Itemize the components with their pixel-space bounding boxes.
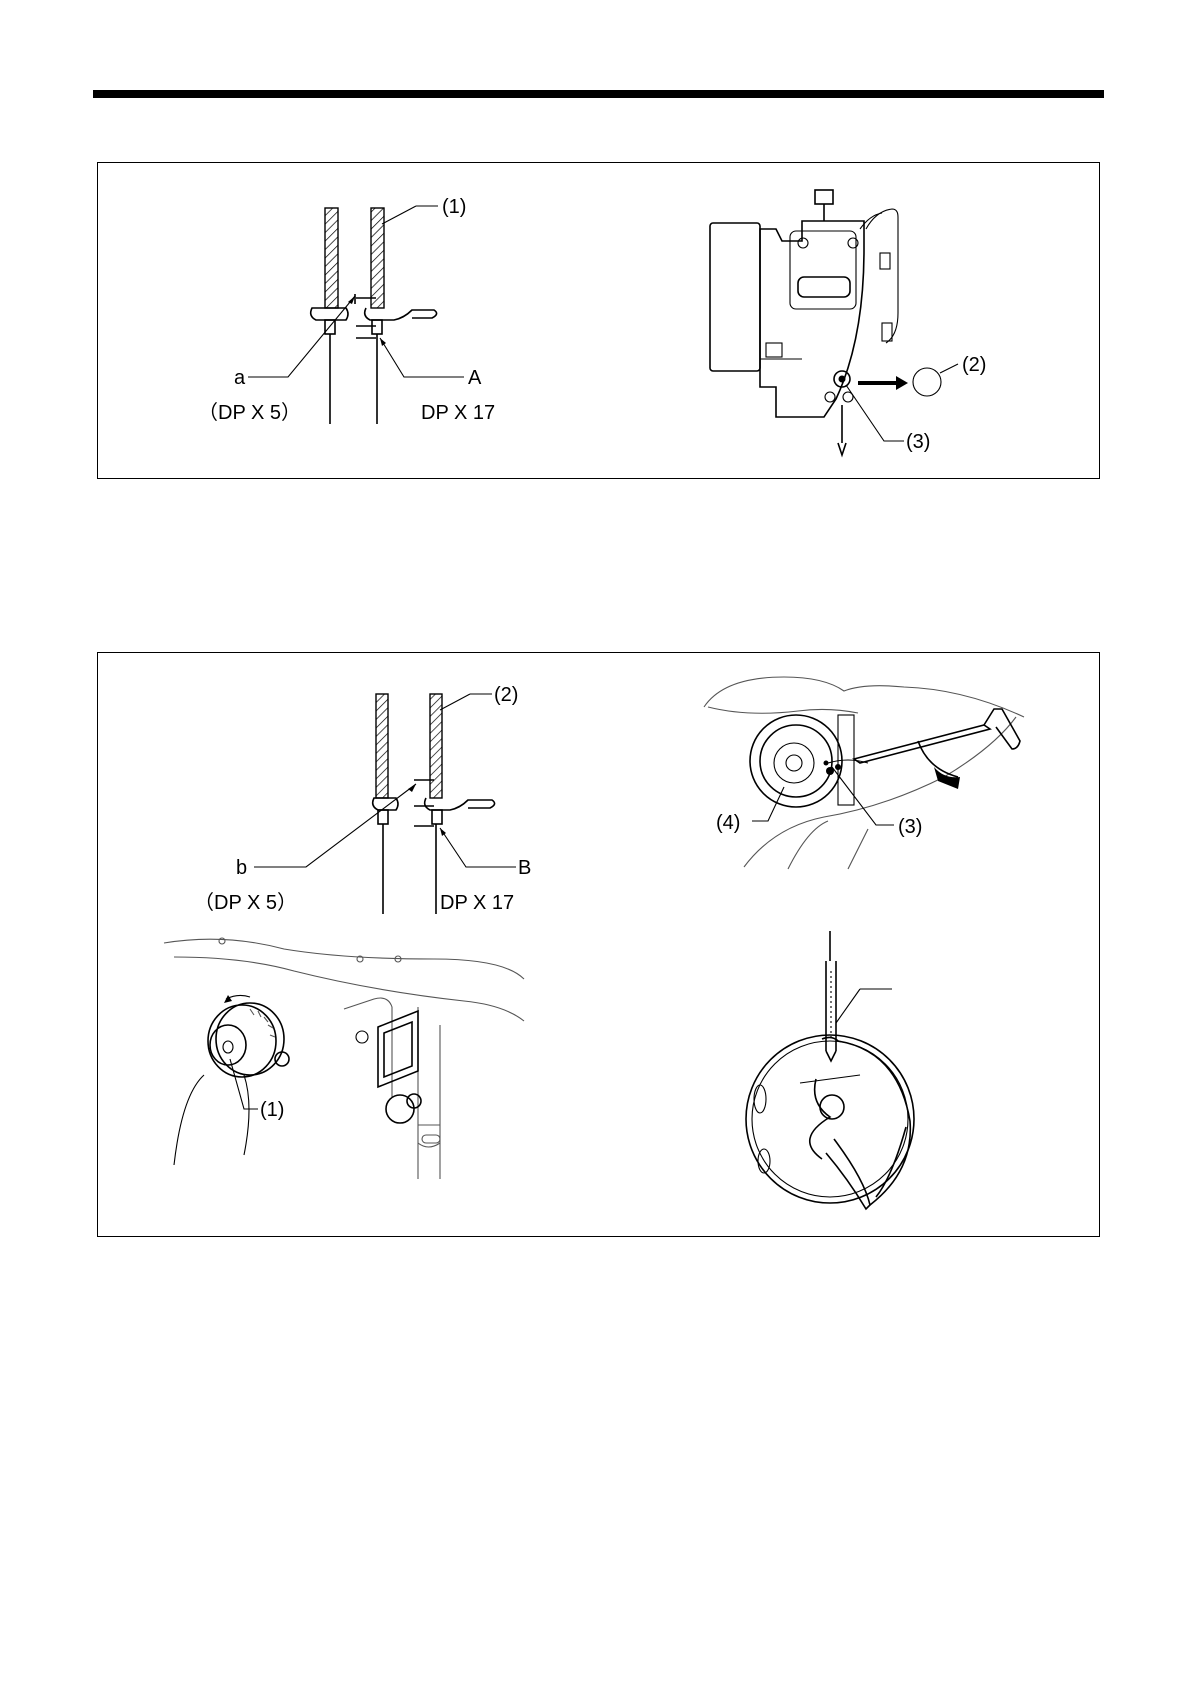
caption-dpx17: DP X 17: [421, 402, 495, 424]
rotary-hook-needle-diagram: [730, 931, 970, 1231]
leader-1: [382, 206, 416, 224]
needle-bar-right: [356, 208, 437, 424]
leader-B: [440, 828, 516, 867]
leader-b: [254, 784, 416, 867]
caption-dpx5-2: （DP X 5）: [194, 891, 297, 914]
leader-2b: [440, 694, 470, 710]
label-pulley: (1): [260, 1099, 284, 1121]
leader-3: [846, 385, 904, 441]
needle-clamp-area: [825, 371, 853, 455]
hook-assembly-diagram: (4) (3): [698, 667, 1088, 877]
top-rule: [93, 90, 1104, 98]
hex-wrench: [854, 709, 1020, 789]
needle-bar-right-2: [414, 694, 495, 914]
needle-bar-diagram-2: (2) b B （DP X 5） DP X 17: [144, 688, 524, 938]
direction-arrow: [858, 376, 908, 390]
figure-box-timing-adjustment: (2) b B （DP X 5） DP X 17: [97, 652, 1100, 1237]
leader-2: [940, 364, 958, 373]
machine-head-diagram: (2) (3): [710, 173, 1090, 473]
label-B: B: [518, 857, 531, 879]
leader-1b: [230, 1059, 258, 1109]
label-needle-bar-2: (2): [494, 684, 518, 706]
needle-bar-left-2: [373, 694, 398, 914]
leader-A: [380, 338, 464, 377]
label-needle-bar: (1): [442, 196, 466, 218]
leader-hook-point: [836, 989, 860, 1023]
rotary-hook: [750, 715, 868, 807]
label-b: b: [236, 857, 247, 879]
leader-3b: [832, 767, 894, 825]
label-2: (2): [962, 354, 986, 376]
needle-bar-diagram: (1) a A （DP X 5） DP X 17: [198, 198, 548, 458]
label-4: (4): [716, 812, 740, 834]
rotary-hook-body: [746, 1035, 914, 1209]
machine-bed: [164, 938, 524, 1179]
figure-box-needle-installation: (1) a A （DP X 5） DP X 17: [97, 162, 1100, 479]
needle-bar-left: [311, 208, 348, 424]
pulley-diagram: (1): [164, 929, 544, 1189]
label-A: A: [468, 367, 482, 389]
label-a: a: [234, 367, 246, 389]
label-3b: (3): [898, 816, 922, 838]
label-3: (3): [906, 431, 930, 453]
caption-dpx17-2: DP X 17: [440, 892, 514, 914]
cover-plate: [275, 1011, 421, 1123]
pulley-wheel: [174, 995, 284, 1165]
caption-dpx5: （DP X 5）: [198, 401, 301, 424]
removed-part-circle: [913, 368, 941, 396]
